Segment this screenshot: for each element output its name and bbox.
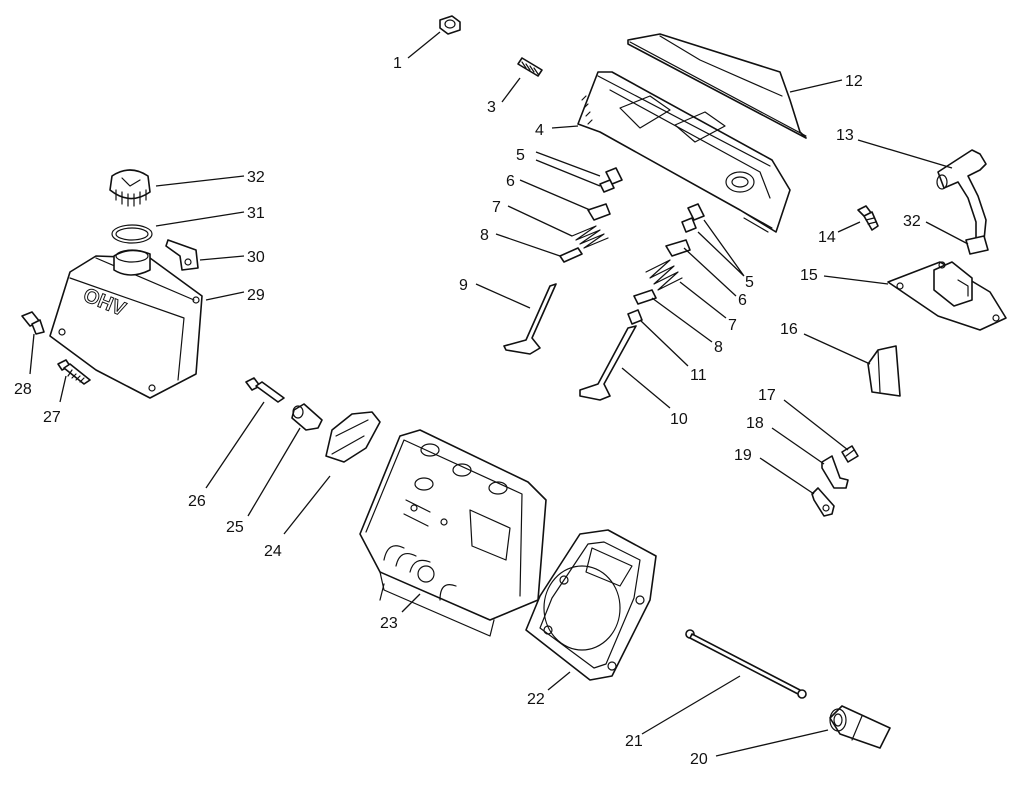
part-rocker-arm <box>325 411 381 463</box>
callout-8-right: 8 <box>714 339 723 356</box>
part-hose-clamp <box>965 235 989 255</box>
part-terminal-19 <box>811 487 835 517</box>
part-valve-keepers-right <box>681 203 705 233</box>
callout-4: 4 <box>535 122 544 139</box>
part-rocker-plate <box>627 33 807 139</box>
callout-10: 10 <box>670 411 688 428</box>
part-filter-element <box>867 345 901 397</box>
callout-13: 13 <box>836 127 854 144</box>
callout-8-left: 8 <box>480 227 489 244</box>
part-valve-spring-right <box>645 259 683 291</box>
callout-3: 3 <box>487 99 496 116</box>
part-valve-seal-right <box>633 289 657 305</box>
part-o-ring <box>111 224 153 244</box>
callout-5-left: 5 <box>516 147 525 164</box>
callout-12: 12 <box>845 73 863 90</box>
callout-28: 28 <box>14 381 32 398</box>
part-tappet <box>829 705 891 749</box>
part-push-rod <box>685 629 807 699</box>
callout-labels: 1 3 4 5 6 7 8 9 12 13 14 32 5 6 7 8 11 1… <box>14 55 921 768</box>
callout-1: 1 <box>393 55 402 72</box>
part-intake-valve <box>503 283 557 355</box>
part-valve-keepers-left <box>599 167 623 193</box>
callout-21: 21 <box>625 733 643 750</box>
part-valve-rotator <box>627 309 643 325</box>
part-screw-small <box>857 205 879 231</box>
callout-27: 27 <box>43 409 61 426</box>
part-exhaust-valve <box>579 325 637 401</box>
part-bolt-26 <box>245 377 285 403</box>
part-valve-spring-left <box>571 225 609 249</box>
callout-31: 31 <box>247 205 265 222</box>
part-screw-17 <box>841 445 859 463</box>
callout-14: 14 <box>818 229 836 246</box>
callout-22: 22 <box>527 691 545 708</box>
part-spacer <box>291 403 323 431</box>
callout-15: 15 <box>800 267 818 284</box>
callout-18: 18 <box>746 415 764 432</box>
part-breather-tube <box>936 149 987 243</box>
callout-9: 9 <box>459 277 468 294</box>
callout-30: 30 <box>247 249 265 266</box>
part-clip-18 <box>821 455 849 489</box>
part-oil-fill-cap <box>109 169 151 207</box>
part-rocker-housing <box>577 71 791 233</box>
callout-20: 20 <box>690 751 708 768</box>
callout-24: 24 <box>264 543 282 560</box>
part-nut <box>439 15 461 35</box>
part-bolt-28 <box>21 311 45 335</box>
part-bolt-27 <box>57 359 91 385</box>
part-cylinder-head <box>359 429 547 637</box>
part-spring-retainer-right <box>665 239 691 257</box>
part-stud <box>517 57 543 77</box>
part-valve-cover: OHV <box>49 249 203 399</box>
callout-7-right: 7 <box>728 317 737 334</box>
part-breather-cover <box>887 261 1007 331</box>
callout-16: 16 <box>780 321 798 338</box>
callout-6-left: 6 <box>506 173 515 190</box>
part-valve-seal-left <box>559 247 583 263</box>
callout-32-left: 32 <box>247 169 265 186</box>
part-head-gasket <box>525 529 657 681</box>
part-spring-retainer-left <box>587 203 611 221</box>
callout-11: 11 <box>690 367 707 384</box>
callout-7-left: 7 <box>492 199 501 216</box>
callout-32-right: 32 <box>903 213 921 230</box>
callout-5-right: 5 <box>745 274 754 291</box>
callout-19: 19 <box>734 447 752 464</box>
callout-25: 25 <box>226 519 244 536</box>
leader-lines <box>29 31 969 757</box>
part-tab-plate <box>165 239 199 271</box>
callout-26: 26 <box>188 493 206 510</box>
callout-23: 23 <box>380 615 398 632</box>
callout-29: 29 <box>247 287 265 304</box>
callout-6-right: 6 <box>738 292 747 309</box>
callout-17: 17 <box>758 387 776 404</box>
